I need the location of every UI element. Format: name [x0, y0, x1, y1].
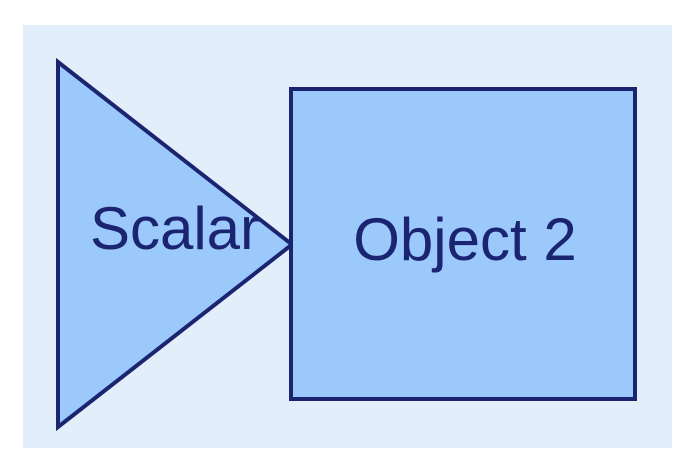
object2-rectangle-shape[interactable]: [289, 87, 637, 401]
scalar-triangle-shape[interactable]: [56, 57, 296, 432]
